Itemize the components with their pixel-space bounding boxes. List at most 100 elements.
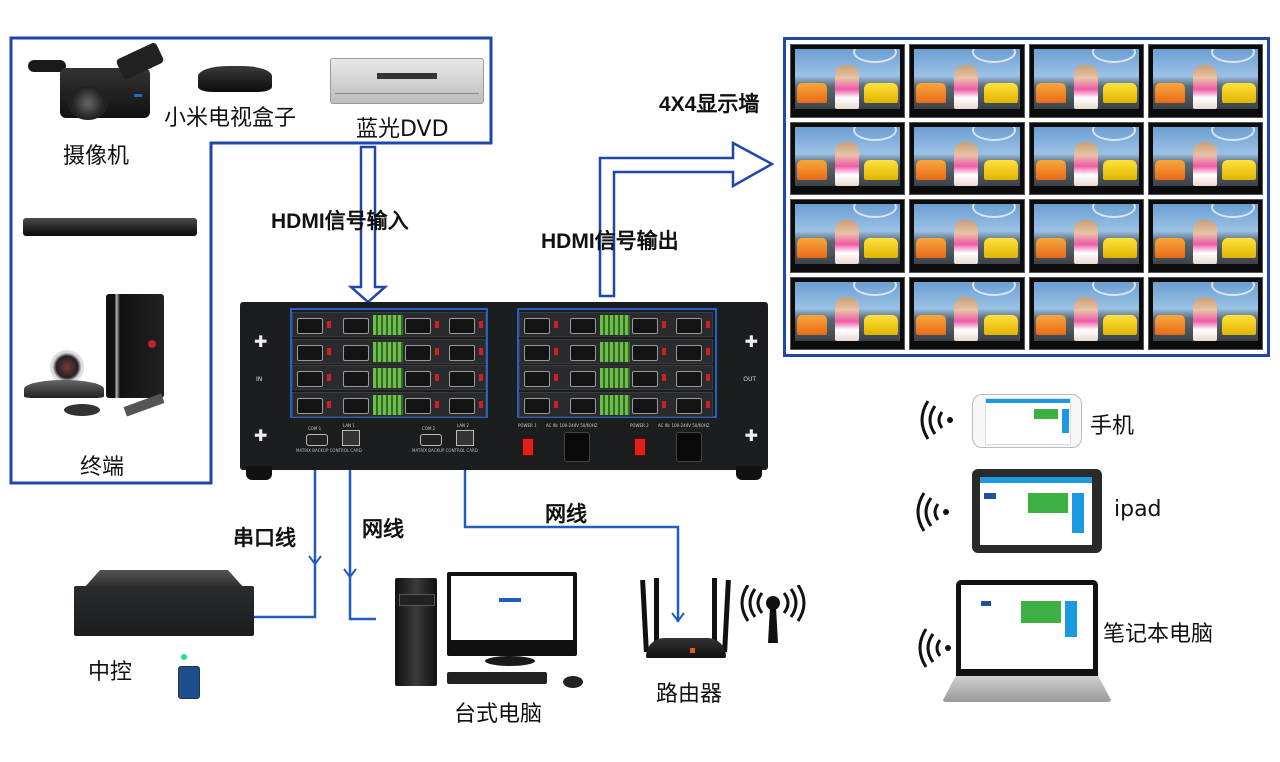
desktop-pc-label: 台式电脑 <box>454 702 543 727</box>
dip-switch <box>327 374 331 381</box>
hdmi-port[interactable] <box>632 371 658 387</box>
hdmi-port[interactable] <box>570 318 596 334</box>
desktop-monitor-image <box>447 572 577 656</box>
hdmi-port[interactable] <box>297 344 323 361</box>
output-card <box>519 338 713 364</box>
lan2-port[interactable] <box>456 430 474 446</box>
dip-switch <box>662 400 666 408</box>
display-screen <box>790 121 906 195</box>
display-screen <box>1147 199 1263 273</box>
dip-switch <box>435 374 439 381</box>
hdmi-port[interactable] <box>405 371 431 387</box>
display-screen <box>909 276 1025 350</box>
hdmi-port[interactable] <box>405 397 431 414</box>
hdmi-port[interactable] <box>524 344 550 361</box>
hdmi-port[interactable] <box>343 371 369 387</box>
com1-port[interactable] <box>306 434 328 446</box>
dip-switch <box>662 321 666 328</box>
lan1-cable-line <box>348 448 376 621</box>
hdmi-port[interactable] <box>405 344 431 361</box>
keyboard-image <box>447 672 547 684</box>
phone-image <box>972 394 1082 448</box>
dip-switch <box>554 347 558 355</box>
dip-switch <box>706 347 710 355</box>
hdmi-input-label: HDMI信号输入 <box>271 210 409 233</box>
terminal-block <box>600 368 630 388</box>
hdmi-output-label: HDMI信号输出 <box>541 230 679 253</box>
terminal-block <box>600 315 630 335</box>
rack-screw-icon: ✚ <box>254 426 268 445</box>
hdmi-port[interactable] <box>449 318 475 334</box>
source-group-frame <box>9 36 493 485</box>
hdmi-port[interactable] <box>297 397 323 414</box>
display-screen <box>1147 44 1263 118</box>
display-screen <box>1028 44 1144 118</box>
lan2-label: LAN 2 <box>457 423 469 428</box>
desktop-tower-image <box>395 578 437 686</box>
rack-screw-icon: ✚ <box>744 426 758 445</box>
hdmi-port[interactable] <box>570 397 596 414</box>
dip-switch <box>706 400 710 408</box>
dip-switch <box>327 321 331 328</box>
lan2-cable-arrowhead <box>671 612 685 623</box>
hdmi-port[interactable] <box>676 371 702 387</box>
display-screen <box>1028 199 1144 273</box>
dip-switch <box>479 347 483 355</box>
display-wall <box>783 37 1270 357</box>
display-screen <box>790 199 906 273</box>
hdmi-port[interactable] <box>297 318 323 334</box>
hdmi-port[interactable] <box>524 318 550 334</box>
output-card <box>519 312 713 337</box>
wifi-signal-icon <box>920 400 960 440</box>
dip-switch <box>706 374 710 381</box>
hdmi-port[interactable] <box>297 371 323 387</box>
hdmi-port[interactable] <box>524 371 550 387</box>
dip-switch <box>479 400 483 408</box>
terminal-block <box>600 341 630 362</box>
power1-socket <box>564 432 590 462</box>
dip-switch <box>327 400 331 408</box>
power1-switch[interactable] <box>522 438 534 456</box>
hdmi-port[interactable] <box>676 344 702 361</box>
lan1-port[interactable] <box>342 430 360 446</box>
control-card-label-2: MATRIX BACKUP CONTROL CARD <box>412 448 478 453</box>
hdmi-port[interactable] <box>449 371 475 387</box>
hdmi-port[interactable] <box>449 397 475 414</box>
hdmi-port[interactable] <box>632 344 658 361</box>
hdmi-port[interactable] <box>449 344 475 361</box>
display-screen <box>790 276 906 350</box>
output-card <box>519 365 713 390</box>
xiaomi-tv-box-image <box>198 66 272 92</box>
hdmi-port[interactable] <box>632 397 658 414</box>
hdmi-port[interactable] <box>570 371 596 387</box>
dip-switch <box>435 347 439 355</box>
hdmi-port[interactable] <box>343 397 369 414</box>
serial-cable-arrowhead <box>308 555 322 566</box>
hdmi-port[interactable] <box>632 318 658 334</box>
wifi-signal-icon <box>918 628 958 668</box>
hdmi-port[interactable] <box>343 318 369 334</box>
power2-socket <box>676 432 702 462</box>
terminal-block <box>600 394 630 415</box>
ac-in-label-2: AC IN: 100-240V 50/60HZ <box>658 423 710 428</box>
ac-in-label-1: AC IN: 100-240V 50/60HZ <box>546 423 598 428</box>
wifi-signal-icon <box>916 492 956 532</box>
hdmi-port[interactable] <box>343 344 369 361</box>
video-terminal-image <box>24 292 169 424</box>
dip-switch <box>554 400 558 408</box>
hdmi-port[interactable] <box>524 397 550 414</box>
hdmi-port[interactable] <box>676 397 702 414</box>
hdmi-input-arrow <box>347 145 389 304</box>
com2-port[interactable] <box>420 434 442 446</box>
hdmi-port[interactable] <box>676 318 702 334</box>
display-wall-title: 4X4显示墙 <box>659 93 760 116</box>
output-cards-frame <box>517 308 717 418</box>
power2-switch[interactable] <box>634 438 646 456</box>
power1-label: POWER 1 <box>518 423 537 428</box>
hdmi-port[interactable] <box>405 318 431 334</box>
hdmi-output-arrow <box>598 140 775 298</box>
display-screen <box>1028 121 1144 195</box>
camera-label: 摄像机 <box>63 144 130 169</box>
hdmi-port[interactable] <box>570 344 596 361</box>
